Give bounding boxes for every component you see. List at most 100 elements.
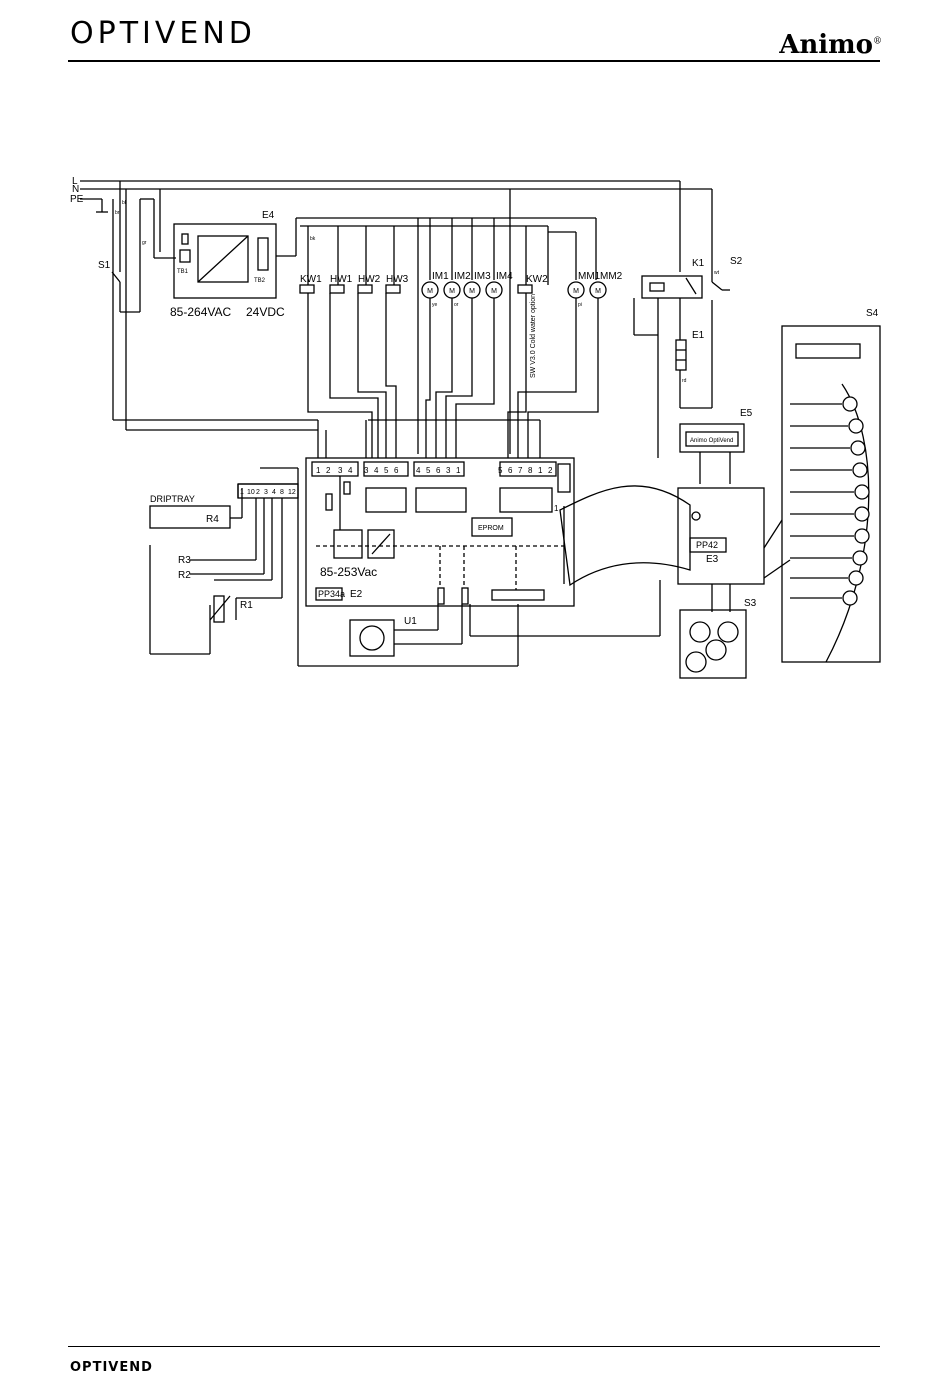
header-rule [68,60,880,62]
label-eprom: EPROM [478,525,504,532]
label-e3: E3 [706,554,719,565]
conn-right-5: 5 [498,466,503,475]
panel-selection-button [842,590,858,606]
conn-left-3: 3 [338,466,343,475]
wire-code-bk-1: bk [310,236,316,242]
conn-mid1-3: 3 [364,466,369,475]
term-block-2: 2 [256,489,260,496]
label-psu-out: 24VDC [246,305,285,319]
control-board-e3 [677,487,765,585]
label-driptray: DRIPTRAY [150,494,195,504]
label-motor-im2: IM2 [454,271,471,282]
fan-u1 [349,619,395,657]
panel-selection-button [848,418,864,434]
optivend-logo: OPTIVEND [70,16,256,51]
label-valve-hw1: HW1 [330,274,353,285]
conn-right-2: 2 [548,466,553,475]
label-r1: R1 [240,600,253,611]
relay-k1 [641,275,703,299]
term-block-10: 10 [247,489,255,496]
conn-right-7: 7 [518,466,523,475]
label-e4: E4 [262,210,275,221]
label-l: L [72,176,78,187]
label-n: N [72,184,79,195]
conn-mid2-5: 5 [426,466,431,475]
brand-registered-mark: ® [873,36,882,47]
footer-rule [68,1346,880,1347]
label-motor-im3: IM3 [474,271,491,282]
conn-left-4: 4 [348,466,353,475]
motor-symbol-im3: M [469,288,475,295]
animo-brand: Animo® [779,30,882,60]
label-s4: S4 [866,308,879,319]
label-valve-hw3: HW3 [386,274,409,285]
conn-mid2-4: 4 [416,466,421,475]
label-k1: K1 [692,258,705,269]
label-psu-in: 85-264VAC [170,305,231,319]
wire-code-pi-1: pi [578,302,582,308]
conn-mid1-4: 4 [374,466,379,475]
label-r4: R4 [206,514,219,525]
wire-code-bl-1: bl [122,200,126,206]
panel-selection-button [854,528,870,544]
label-s1: S1 [98,260,111,271]
conn-mid2-6: 6 [436,466,441,475]
motor-symbol-mm2: M [595,288,601,295]
motor-symbol-im1: M [427,288,433,295]
display-e5 [679,423,745,453]
conn-mid1-6: 6 [394,466,399,475]
label-motor-im1: IM1 [432,271,449,282]
conn-right-8: 8 [528,466,533,475]
wire-code-wt-1: wt [714,270,720,276]
heater-e1 [675,339,687,371]
label-motor-mm2: MM2 [600,271,623,282]
label-r2: R2 [178,570,191,581]
panel-selection-button [848,570,864,586]
conn-right-1: 1 [538,466,543,475]
panel-selection-button [852,462,868,478]
sensor-r1 [213,595,225,623]
conn-left-2: 2 [326,466,331,475]
main-board-e2 [305,457,575,607]
psu-e4-box [173,223,277,299]
brand-name: Animo [779,30,873,60]
label-tb2: TB2 [254,278,266,284]
label-pp42: PP42 [696,540,718,550]
wire-code-rd-1: rd [682,378,687,384]
footer-optivend-logo: OPTIVEND [70,1360,153,1375]
conn-right-6: 6 [508,466,513,475]
label-r3: R3 [178,555,191,566]
motor-symbol-im4: M [491,288,497,295]
wire-code-br-1: br [115,210,120,216]
label-valve-kw1: KW1 [300,274,322,285]
panel-selection-button [854,506,870,522]
label-cold-water-note: SW V3.0 Cold water option [530,294,537,378]
keypad-s3 [679,609,747,679]
front-panel-s4 [781,325,881,663]
wire-code-gr-1: gr [142,240,147,246]
label-board-voltage: 85-253Vac [320,565,377,579]
motor-symbol-mm1: M [573,288,579,295]
label-pin-one: 1 [554,504,559,513]
panel-selection-button [852,550,868,566]
motor-symbol-im2: M [449,288,455,295]
label-e5: E5 [740,408,753,419]
label-motor-mm1: MM1 [578,271,601,282]
conn-mid1-5: 5 [384,466,389,475]
label-e2: E2 [350,589,363,600]
label-e1: E1 [692,330,705,341]
label-tb1: TB1 [177,269,189,275]
wire-code-ye-1: ye [432,302,438,308]
label-s3: S3 [744,598,757,609]
term-block-12: 12 [288,489,296,496]
conn-mid2-3: 3 [446,466,451,475]
term-block-1: 1 [240,489,244,496]
label-s2: S2 [730,256,743,267]
label-valve-kw2: KW2 [526,274,548,285]
label-pp34a: PP34a [318,589,345,599]
term-block-8: 8 [280,489,284,496]
term-block-4: 4 [272,489,276,496]
label-pe: PE [70,194,84,205]
